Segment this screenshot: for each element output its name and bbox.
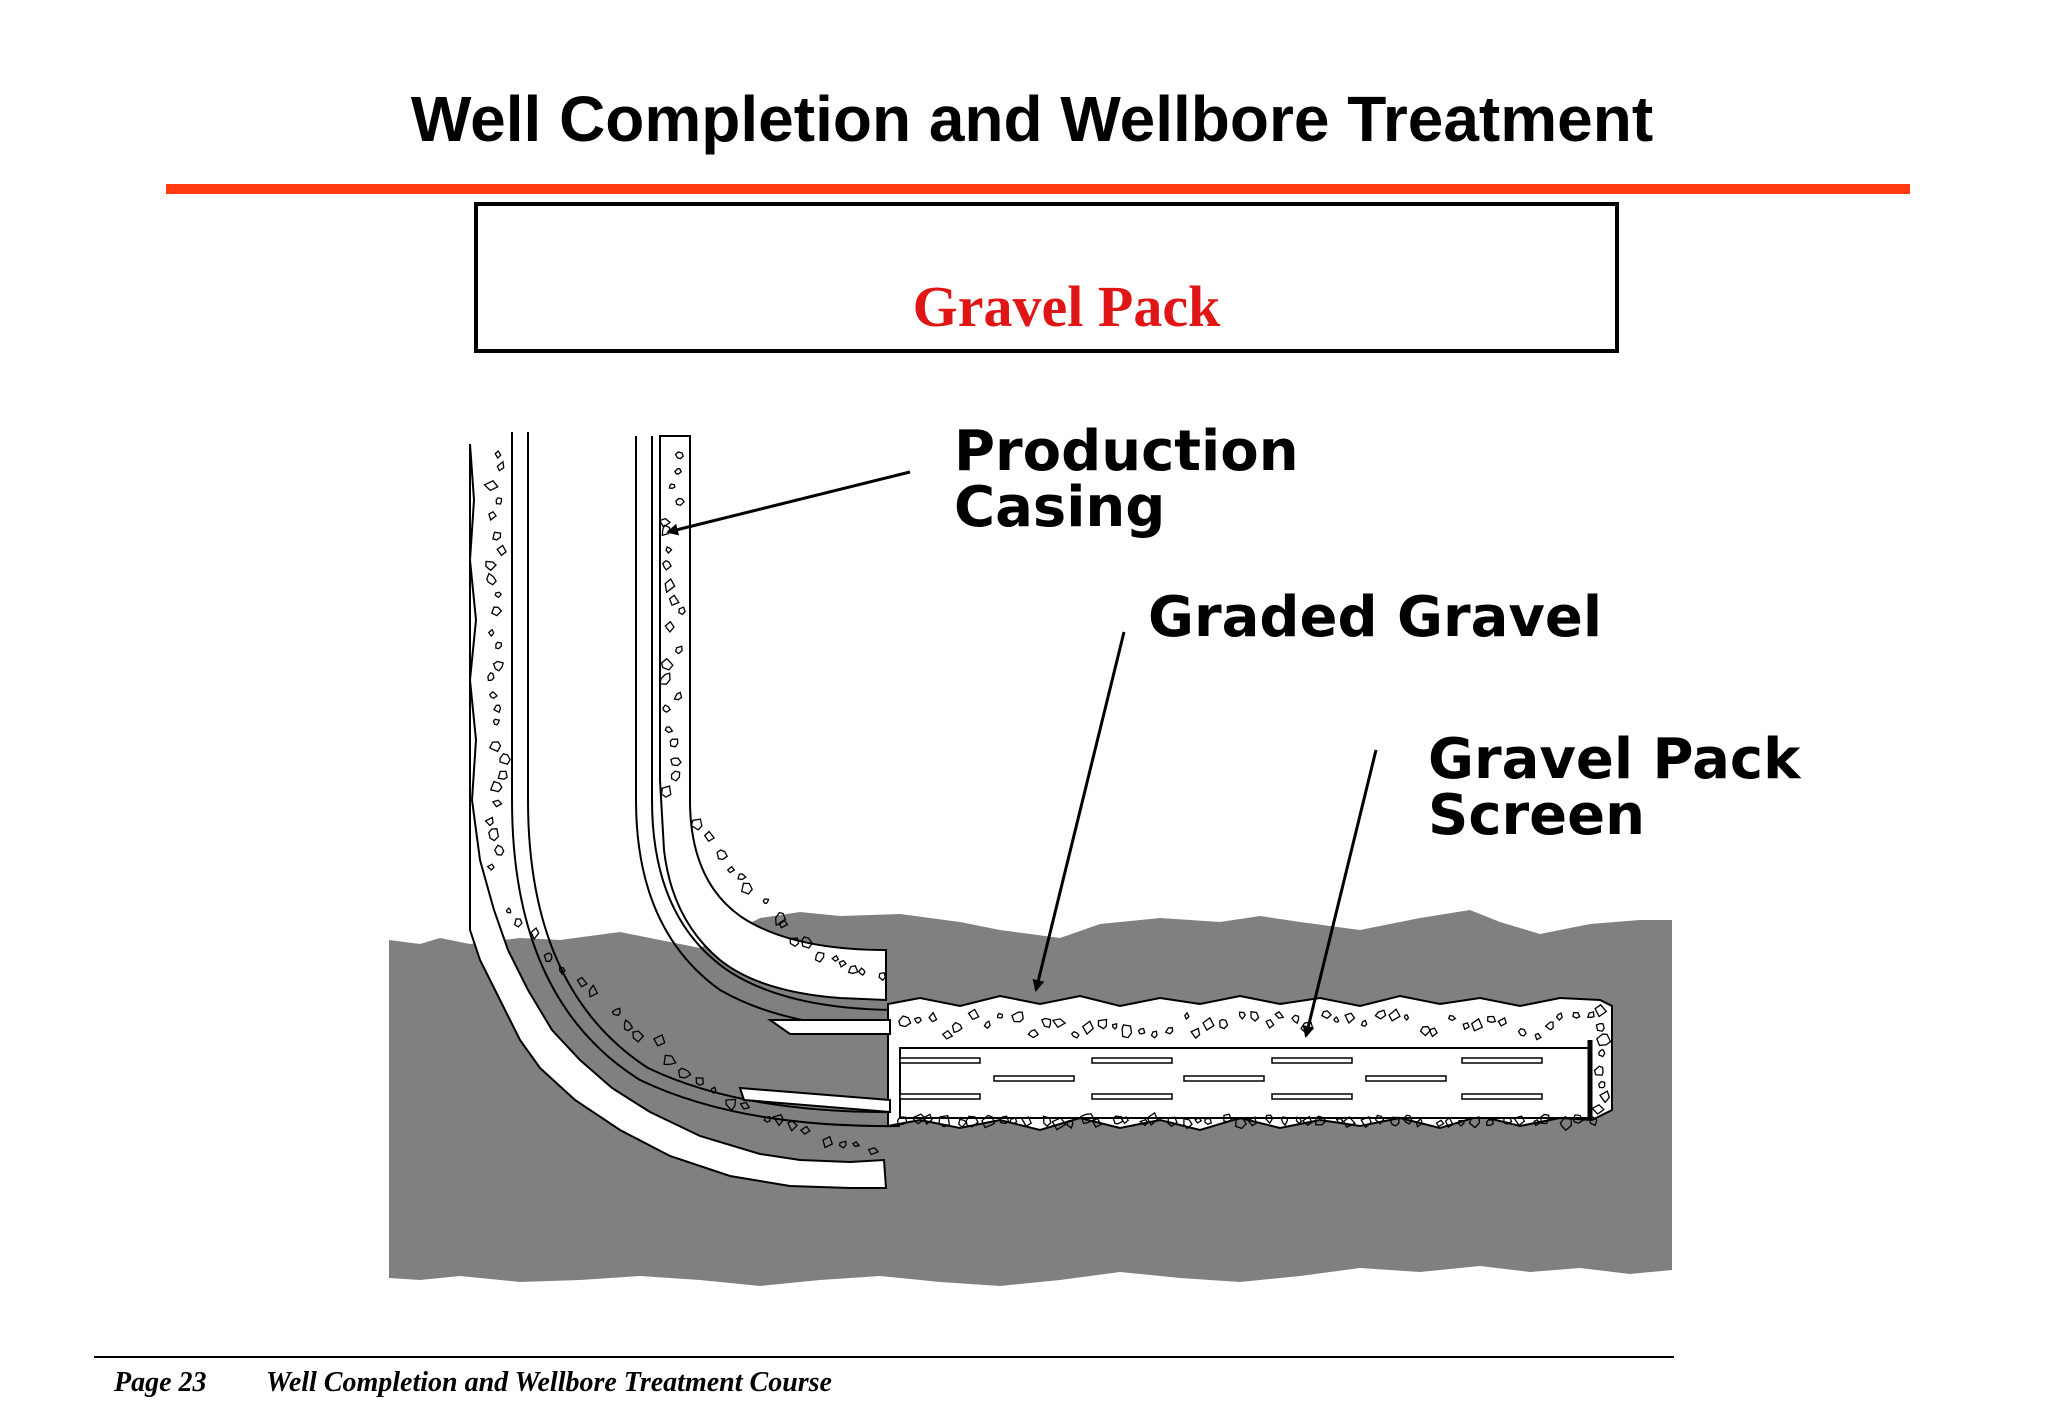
production-casing-arrow [666, 470, 911, 536]
footer-course-title: Well Completion and Wellbore Treatment C… [266, 1367, 832, 1398]
casing-shoe-lower [738, 1086, 891, 1114]
casing-outer-left [511, 432, 901, 1128]
gravel-pack-screen-arrow [1302, 749, 1378, 1038]
gravel-pack-screen-label-line2: Screen [1428, 783, 1645, 848]
production-casing-label: Production Casing [954, 424, 1299, 536]
production-casing-label-line2: Casing [954, 475, 1166, 540]
footer-divider [94, 1356, 1674, 1358]
production-casing-label-line1: Production [954, 419, 1299, 484]
upper-gravel-pack [468, 443, 888, 1189]
casing-outer-right [651, 436, 901, 1011]
page-title: Well Completion and Wellbore Treatment [410, 83, 1654, 155]
title-divider [166, 184, 1910, 194]
casing-shoe-upper [766, 1019, 891, 1035]
section-title: Gravel Pack [912, 274, 1221, 339]
graded-gravel-label: Graded Gravel [1148, 585, 1603, 650]
footer-page-number: Page 23 [114, 1367, 207, 1398]
gravel-particles [483, 450, 1612, 1156]
section-title-box: Gravel Pack [474, 202, 1619, 353]
graded-gravel-arrow [1032, 631, 1126, 992]
screen-slots [899, 1057, 1543, 1100]
casing-inner-left [527, 432, 901, 1114]
gravel-pack-screen-label-line1: Gravel Pack [1428, 727, 1801, 792]
gravel-pack-screen-label: Gravel Pack Screen [1428, 732, 1800, 844]
inner-curve-gravel [659, 435, 887, 1002]
